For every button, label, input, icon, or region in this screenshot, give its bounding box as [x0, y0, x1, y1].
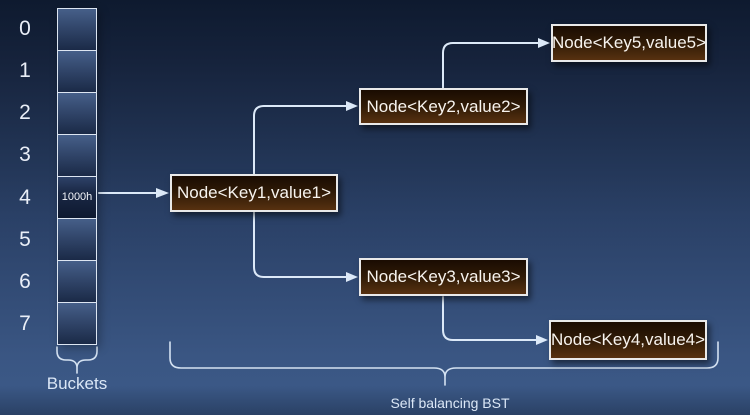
bucket-cell-7 [58, 303, 96, 344]
bst-node-key5: Node<Key5,value5> [551, 24, 707, 62]
bucket-cell-5 [58, 219, 96, 261]
bucket-cell-6 [58, 261, 96, 303]
bucket-index: 7 [19, 311, 31, 335]
edge-node1-to-node3 [253, 211, 347, 278]
bst-node-key2: Node<Key2,value2> [359, 88, 528, 125]
bucket-index: 0 [19, 17, 31, 41]
self-balancing-bst-label: Self balancing BST [390, 395, 510, 411]
buckets-label: Buckets [46, 374, 108, 393]
bucket-index: 4 [19, 185, 31, 209]
bucket-cell-3 [58, 135, 96, 177]
bucket-index: 1 [19, 59, 31, 83]
bucket-index-column: 0 1 2 3 4 5 6 7 [8, 8, 42, 345]
bst-node-key1: Node<Key1,value1> [170, 174, 338, 212]
bucket-cell-value: 1000h [61, 191, 93, 203]
arrowhead-node5 [538, 38, 550, 48]
edge-node2-to-node5 [442, 42, 539, 89]
arrowhead-node3 [346, 272, 358, 282]
bucket-index: 6 [19, 269, 31, 293]
edge-node1-to-node2 [253, 105, 347, 175]
bst-node-key3: Node<Key3,value3> [359, 258, 528, 296]
bucket-index: 2 [19, 101, 31, 125]
edge-node3-to-node4 [442, 296, 537, 341]
bucket-cell-2 [58, 93, 96, 135]
bst-node-key4: Node<Key4,value4> [549, 320, 707, 360]
buckets-brace [56, 346, 98, 374]
bucket-cell-4: 1000h [58, 177, 96, 219]
arrowhead-node2 [346, 101, 358, 111]
arrowhead-node4 [536, 335, 548, 345]
bucket-index: 5 [19, 227, 31, 251]
bucket-array: 1000h [57, 8, 97, 345]
arrowhead-node1 [156, 188, 169, 198]
bucket-index: 3 [19, 143, 31, 167]
bucket-cell-0 [58, 9, 96, 51]
bucket-cell-1 [58, 51, 96, 93]
